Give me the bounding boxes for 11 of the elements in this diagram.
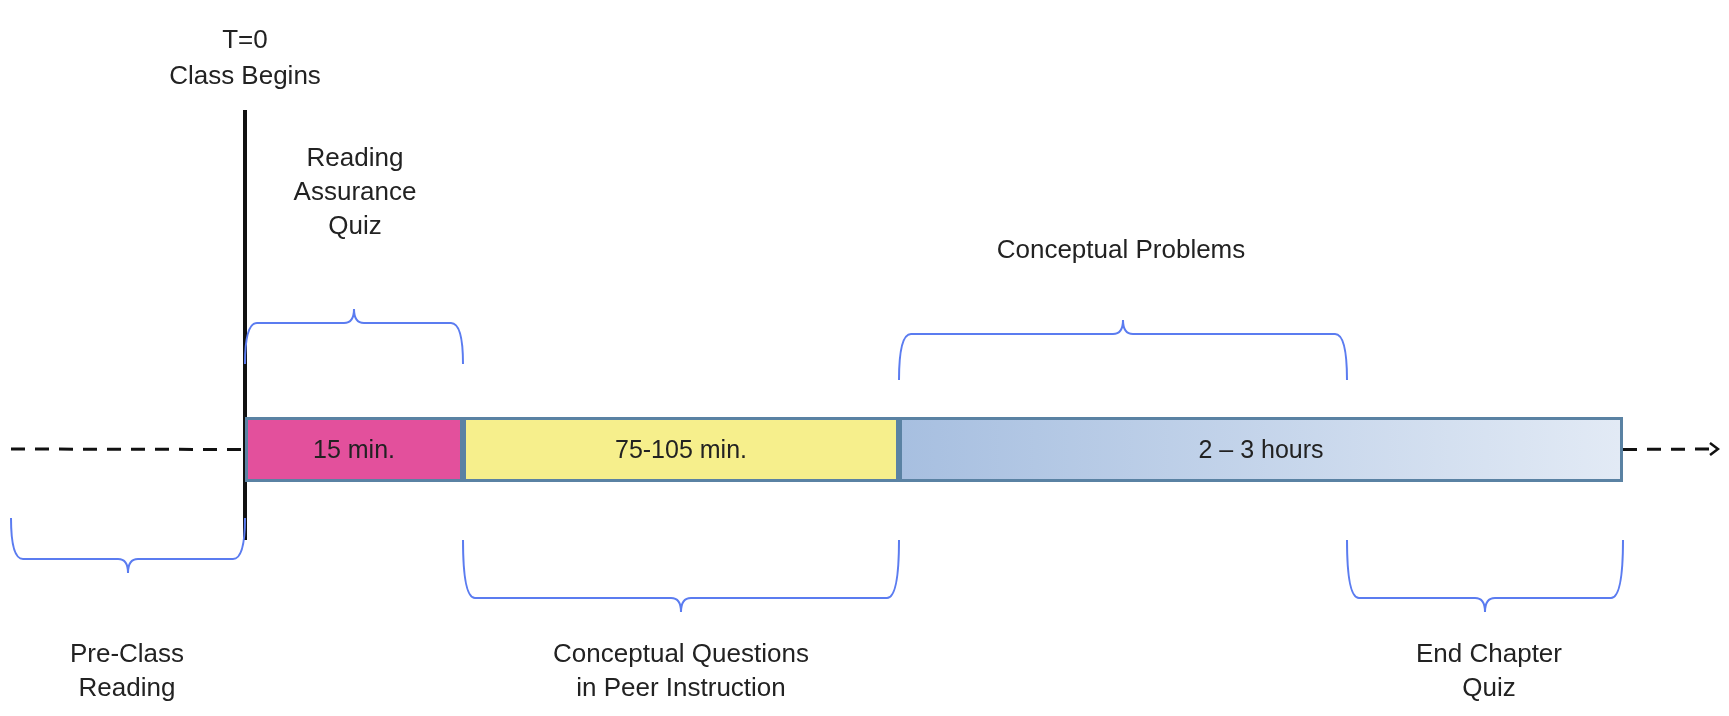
timeline-label: Conceptual Questions in Peer Instruction (552, 637, 810, 704)
timeline-label: Reading Assurance Quiz (292, 141, 418, 242)
timeline-label: Conceptual Problems (995, 233, 1247, 266)
timeline-segment: 75-105 min. (463, 417, 899, 482)
timeline-segment: 2 – 3 hours (899, 417, 1623, 482)
timeline-label: T=0 (221, 23, 269, 56)
timeline-label: End Chapter Quiz (1415, 637, 1563, 704)
timeline-label: Class Begins (168, 59, 322, 92)
timeline-segment: 15 min. (245, 417, 463, 482)
timeline-label: Pre-Class Reading (68, 637, 186, 704)
timeline-arrow (1623, 441, 1720, 457)
